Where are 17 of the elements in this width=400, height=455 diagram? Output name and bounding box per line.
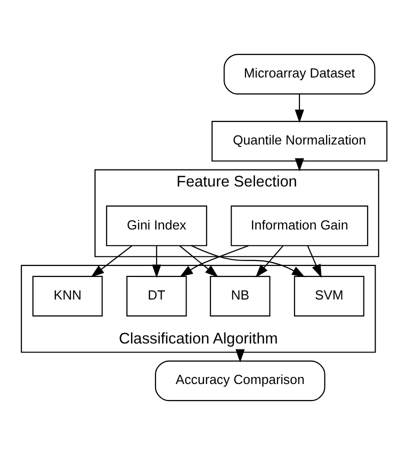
arrow bbox=[152, 246, 162, 278]
node-box: Gini Index bbox=[106, 206, 208, 246]
node-box: Microarray Dataset bbox=[224, 54, 376, 95]
node-box: Information Gain bbox=[230, 206, 368, 246]
node-box: Accuracy Comparison bbox=[154, 360, 326, 402]
arrow bbox=[294, 94, 304, 123]
arrow bbox=[294, 158, 304, 172]
arrow bbox=[236, 349, 245, 362]
node-box: NB bbox=[210, 276, 270, 317]
arrow bbox=[180, 245, 249, 278]
node-box: SVM bbox=[294, 276, 364, 317]
node-box: KNN bbox=[32, 276, 103, 317]
arrow bbox=[307, 246, 322, 278]
arrow bbox=[191, 245, 306, 278]
arrow bbox=[255, 246, 284, 278]
node-box: DT bbox=[126, 276, 187, 317]
arrow bbox=[180, 246, 218, 278]
